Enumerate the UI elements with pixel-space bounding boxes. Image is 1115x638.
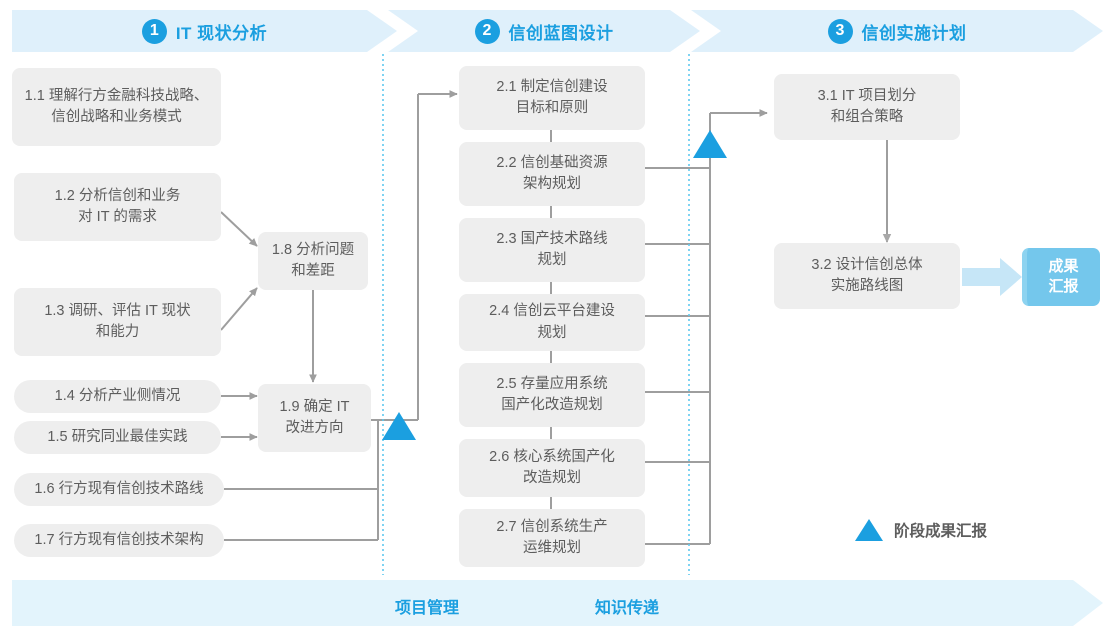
bottom-banner <box>12 580 1103 626</box>
node-2-3[interactable]: 2.3 国产技术路线 规划 <box>459 218 645 282</box>
phase-banner-3: 3 信创实施计划 <box>691 10 1103 52</box>
legend-label: 阶段成果汇报 <box>894 523 988 540</box>
node-1-2[interactable]: 1.2 分析信创和业务 对 IT 的需求 <box>14 173 221 241</box>
node-1-5[interactable]: 1.5 研究同业最佳实践 <box>14 421 221 454</box>
phase-number-2: 2 <box>474 18 500 44</box>
bottom-label-knowledge-transfer: 知识传递 <box>595 600 660 617</box>
legend: 阶段成果汇报 <box>855 519 987 541</box>
node-2-4[interactable]: 2.4 信创云平台建设 规划 <box>459 294 645 351</box>
node-2-1[interactable]: 2.1 制定信创建设 目标和原则 <box>459 66 645 130</box>
triangle-icon <box>855 519 883 541</box>
node-1-7[interactable]: 1.7 行方现有信创技术架构 <box>14 524 224 557</box>
phase-banner-2: 2 信创蓝图设计 <box>388 10 700 52</box>
phase-title-3: 信创实施计划 <box>861 23 967 43</box>
node-2-7[interactable]: 2.7 信创系统生产 运维规划 <box>459 509 645 567</box>
node-3-2[interactable]: 3.2 设计信创总体 实施路线图 <box>774 243 960 309</box>
phase-number-3: 3 <box>827 18 853 44</box>
phase-title-2: 信创蓝图设计 <box>508 23 614 43</box>
phase-number-1: 1 <box>141 18 167 44</box>
node-1-9[interactable]: 1.9 确定 IT 改进方向 <box>258 384 371 452</box>
node-1-6[interactable]: 1.6 行方现有信创技术路线 <box>14 473 224 506</box>
node-2-6[interactable]: 2.6 核心系统国产化 改造规划 <box>459 439 645 497</box>
node-1-3[interactable]: 1.3 调研、评估 IT 现状 和能力 <box>14 288 221 356</box>
phase-title-1: IT 现状分析 <box>175 23 268 43</box>
node-1-8[interactable]: 1.8 分析问题 和差距 <box>258 232 368 290</box>
bottom-label-project-management: 项目管理 <box>395 600 460 617</box>
node-1-4[interactable]: 1.4 分析产业侧情况 <box>14 380 221 413</box>
result-arrow <box>962 258 1022 296</box>
node-3-1[interactable]: 3.1 IT 项目划分 和组合策略 <box>774 74 960 140</box>
phase-banner-1: 1 IT 现状分析 <box>12 10 397 52</box>
stage-milestone-triangle-2 <box>693 130 727 158</box>
node-2-5[interactable]: 2.5 存量应用系统 国产化改造规划 <box>459 363 645 427</box>
stage-milestone-triangle-1 <box>382 412 416 440</box>
node-2-2[interactable]: 2.2 信创基础资源 架构规划 <box>459 142 645 206</box>
result-chip[interactable]: 成果 汇报 <box>1022 248 1100 306</box>
node-1-1[interactable]: 1.1 理解行方金融科技战略、 信创战略和业务模式 <box>12 68 221 146</box>
